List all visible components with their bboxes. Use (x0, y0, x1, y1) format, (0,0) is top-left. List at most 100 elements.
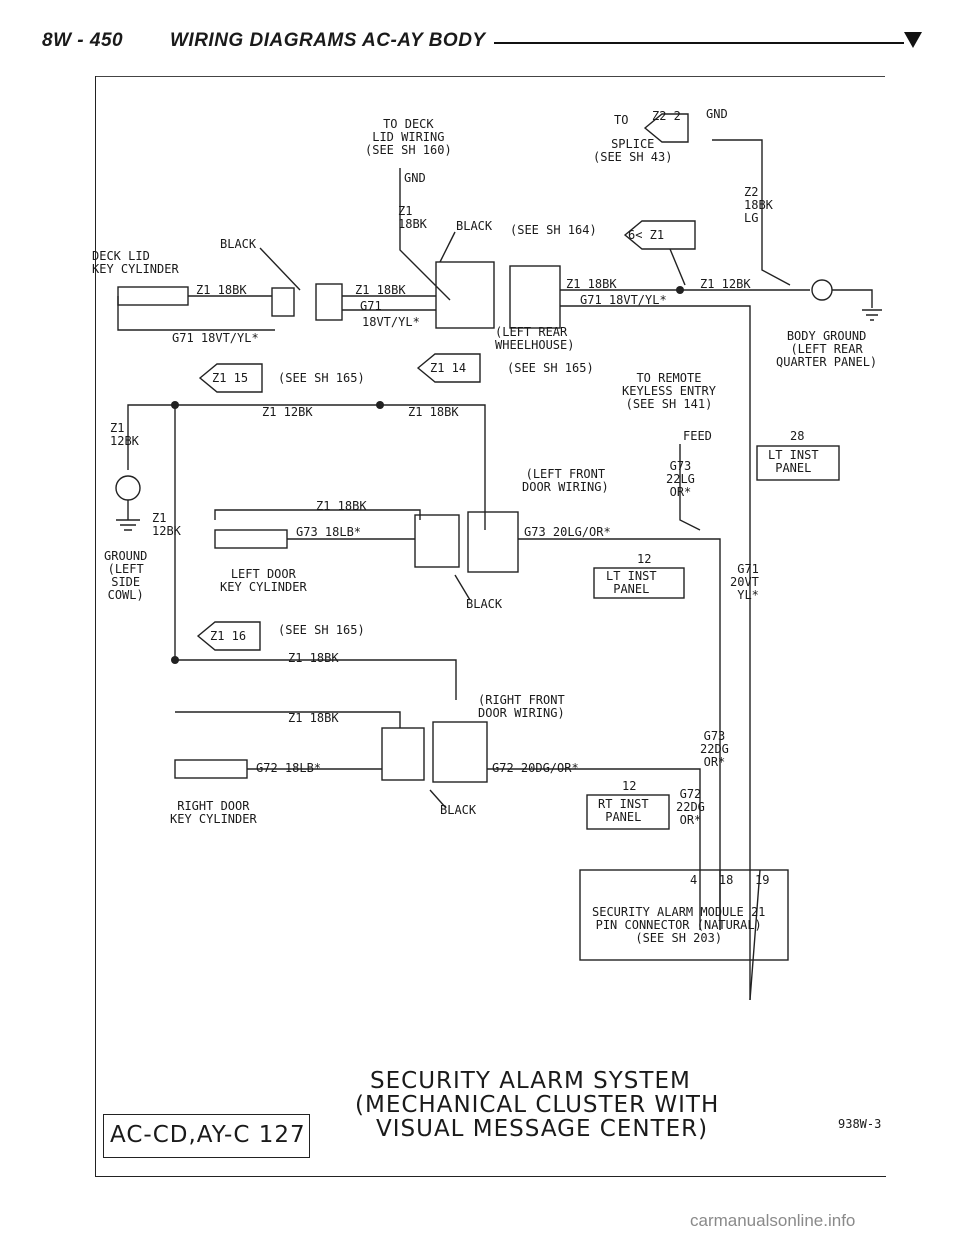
ground-symbol-left (116, 500, 140, 531)
label-gnd-right: GND (706, 107, 728, 121)
label-z1-12bk-left: Z1 12BK (110, 421, 139, 448)
splice-z1-15 (198, 363, 263, 393)
label-left-front-door: (LEFT FRONT DOOR WIRING) (522, 467, 609, 494)
label-z1-18bk-top: Z1 18BK (398, 204, 427, 231)
connector-lfd-b (467, 511, 519, 573)
ground-symbol-right (862, 309, 882, 321)
page-number: 8W - 450 (42, 30, 124, 51)
wire-g71-deck (117, 296, 275, 331)
label-pin-28: 28 (790, 429, 805, 443)
label-g71-18vt-yl-left: G71 18VT/YL* (172, 331, 259, 345)
label-left-rear-wheelhouse: (LEFT REAR WHEELHOUSE) (495, 325, 575, 352)
security-module-box (579, 869, 789, 961)
footer-title-line3: VISUAL MESSAGE CENTER) (376, 1116, 709, 1142)
page-title: WIRING DIAGRAMS AC-AY BODY (170, 30, 486, 51)
label-z1-18bk-mid: Z1 18BK (355, 283, 406, 297)
label-ground-left-side-cowl: GROUND (LEFT SIDE COWL) (104, 549, 148, 602)
label-splice-z1-16: Z1 16 (210, 629, 247, 643)
label-z1-18bk-mid2: Z1 18BK (408, 405, 459, 419)
deck-lid-switch (117, 286, 189, 306)
label-z1-18bk-low1: Z1 18BK (288, 651, 339, 665)
label-z1-12bk-ground: Z1 12BK (152, 511, 181, 538)
wire-z1-18bk-low1 (175, 659, 457, 700)
label-g73-18lb: G73 18LB* (296, 525, 362, 539)
connector-deck-2 (315, 283, 343, 321)
label-left-door-key-cylinder: LEFT DOOR KEY CYLINDER (220, 567, 307, 594)
wire-body-gnd (832, 289, 873, 308)
label-pins-bottom: 4 18 19 (690, 873, 770, 887)
label-z2-18bk-lg: Z2 18BK LG (744, 185, 773, 225)
connector-wheelhouse-b (509, 265, 561, 329)
label-splice-z1-14: Z1 14 (430, 361, 467, 375)
rt-inst-panel-box (586, 794, 670, 830)
label-see-sh-165-a: (SEE SH 165) (278, 371, 365, 385)
wire-g73-20lg (518, 538, 721, 930)
page-header: 8W - 450 WIRING DIAGRAMS AC-AY BODY (42, 20, 942, 60)
model-code: AC-CD,AY-C 127 (110, 1122, 306, 1148)
label-g71-18vt-yl-right: G71 18VT/YL* (580, 293, 667, 307)
splice-dot-1 (676, 286, 684, 294)
label-g72-18lb: G72 18LB* (256, 761, 322, 775)
label-g73-20lg: G73 20LG/OR* (524, 525, 611, 539)
lead-black-left (259, 247, 301, 291)
label-g71-18vt-yl-mid: 18VT/YL* (362, 315, 420, 329)
splice-dot-2 (171, 401, 179, 409)
label-splice-see-43: SPLICE (SEE SH 43) (593, 137, 673, 164)
label-deck-lid-key-cylinder: DECK LID KEY CYLINDER (92, 249, 179, 276)
label-right-door-key-cylinder: RIGHT DOOR KEY CYLINDER (170, 799, 257, 826)
label-to-splice: TO (614, 113, 629, 127)
label-black-top: BLACK (456, 219, 493, 233)
label-rt-inst-panel: RT INST PANEL (598, 797, 649, 824)
label-g73-22dg: G73 22DG OR* (700, 729, 729, 769)
watermark: carmanualsonline.info (690, 1211, 856, 1230)
figure-id: 938W-3 (838, 1117, 882, 1131)
label-z1-18bk-low2: Z1 18BK (288, 711, 339, 725)
label-security-module: SECURITY ALARM MODULE 21 PIN CONNECTOR (… (592, 905, 766, 945)
lead-black-mid (454, 574, 471, 601)
label-g71-20vt: G71 20VT YL* (730, 562, 759, 602)
label-splice-z1-6: 6< Z1 (628, 228, 665, 242)
wire-z1-12bk-left (127, 404, 175, 470)
label-splice-z1-15: Z1 15 (212, 371, 249, 385)
wires-to-module (719, 869, 761, 1001)
splice-dot-3 (376, 401, 384, 409)
lead-splice-6 (669, 248, 686, 286)
label-z1-12bk-mid: Z1 12BK (262, 405, 313, 419)
label-black-mid: BLACK (466, 597, 503, 611)
label-feed: FEED (683, 429, 712, 443)
label-gnd-top: GND (404, 171, 426, 185)
cowl-ground-eye (115, 475, 141, 501)
label-lt-inst-panel-mid: LT INST PANEL (606, 569, 657, 596)
diagram-frame (95, 76, 886, 1177)
splice-z1-16 (196, 621, 261, 651)
wire-g71-right (560, 305, 751, 1000)
left-door-switch (214, 529, 288, 549)
model-code-box: AC-CD,AY-C 127 (103, 1114, 310, 1158)
label-see-sh-165-c: (SEE SH 165) (278, 623, 365, 637)
label-pin-12-a: 12 (637, 552, 652, 566)
connector-wheelhouse-a (435, 261, 495, 329)
wire-gnd-splice (712, 139, 763, 168)
wire-z1-deck-gnd (399, 168, 451, 301)
splice-dot-4 (171, 656, 179, 664)
label-z1-12bk-right: Z1 12BK (700, 277, 751, 291)
label-g73-22lg: G73 22LG OR* (666, 459, 695, 499)
connector-rfd-b (432, 721, 488, 783)
label-g72-22dg: G72 22DG OR* (676, 787, 705, 827)
wire-z2-18bk-lg (761, 168, 791, 286)
lt-inst-panel-top-box (756, 445, 840, 481)
wire-z1-18bk-mid2 (380, 404, 486, 530)
label-lt-inst-panel-top: LT INST PANEL (768, 448, 819, 475)
label-g71-mid: G71 (360, 299, 382, 313)
wire-z1-18bk-low2 (175, 711, 401, 728)
footer-title-line2: (MECHANICAL CLUSTER WITH (355, 1092, 720, 1118)
label-z1-18bk-right-conn: Z1 18BK (566, 277, 617, 291)
footer-title-line1: SECURITY ALARM SYSTEM (370, 1068, 691, 1094)
label-splice-z2: Z2 2 (652, 109, 681, 123)
connector-lfd-a (414, 514, 460, 568)
label-see-sh-164: (SEE SH 164) (510, 223, 597, 237)
lt-inst-panel-mid-box (593, 567, 685, 599)
label-to-remote-keyless: TO REMOTE KEYLESS ENTRY (SEE SH 141) (622, 371, 716, 411)
label-right-front-door: (RIGHT FRONT DOOR WIRING) (478, 693, 565, 720)
